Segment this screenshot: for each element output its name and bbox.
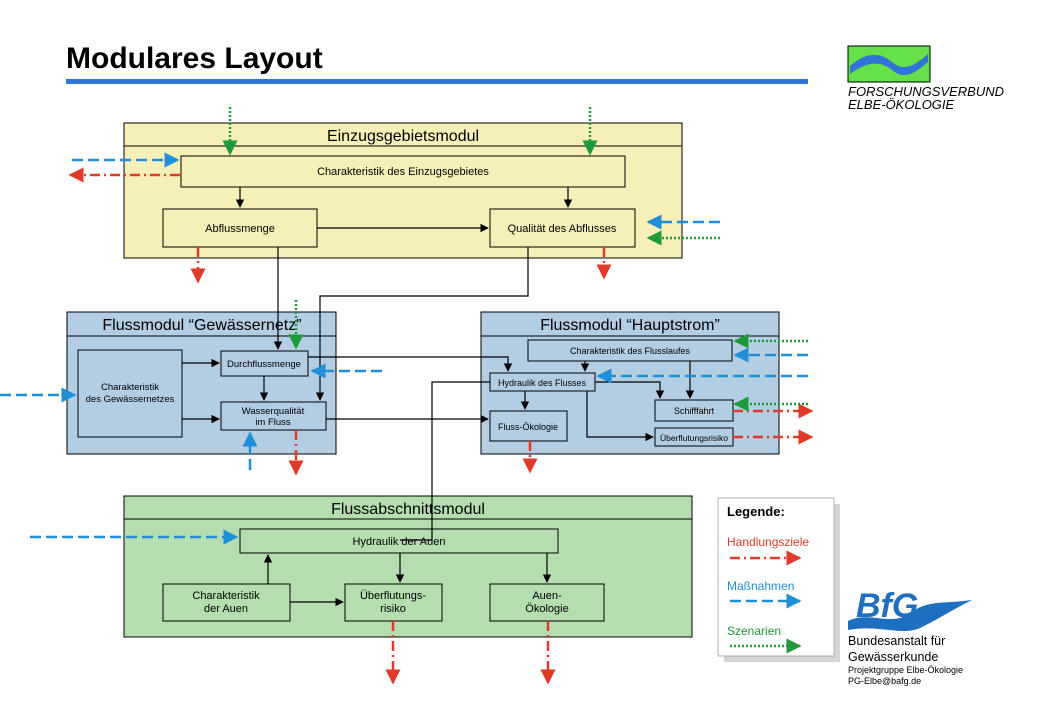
box-qualitaet-abfluss: Qualität des Abflusses [508,223,617,235]
forschungsverbund-line1: FORSCHUNGSVERBUND [848,84,1005,99]
box-durchflussmenge: Durchflussmenge [227,359,301,370]
bfg-line1: Bundesanstalt für [848,634,946,648]
module-hauptstrom: Flussmodul “Hauptstrom” Charakteristik d… [480,311,780,455]
box-char-auen-l1: Charakteristik [192,590,260,602]
box-ueberflutungsrisiko-h: Überflutungsrisiko [660,433,728,443]
page-title: Modulares Layout [66,42,323,75]
module-einzugsgebiet: Einzugsgebietsmodul Charakteristik des E… [123,122,683,259]
module-title-einzugsgebiet: Einzugsgebietsmodul [327,128,479,145]
module-title-flussabschnitt: Flussabschnittsmodul [331,501,485,518]
legend-handlungsziele: Handlungsziele [727,535,809,549]
box-wasserqualitaet-l1: Wasserqualität [242,406,305,417]
box-char-einzugsgebiet: Charakteristik des Einzugsgebietes [317,166,489,178]
bfg-address: Bundesanstalt für Gewässerkunde Projektg… [848,633,963,687]
box-fluss-oekologie: Fluss-Ökologie [498,422,558,432]
bfg-logo: BfG [848,582,972,632]
title-underline [66,79,808,84]
forschungsverbund-text: FORSCHUNGSVERBUND ELBE-ÖKOLOGIE [848,85,1004,111]
forschungsverbund-logo [847,45,931,83]
box-hydraulik-auen: Hydraulik der Auen [353,536,446,548]
box-schifffahrt: Schifffahrt [674,406,715,416]
module-flussabschnitt: Flussabschnittsmodul Hydraulik der Auen … [123,495,693,638]
box-ueberflutungs-risiko-l2: risiko [380,603,406,615]
box-wasserqualitaet-l2: im Fluss [255,417,291,428]
legend-szenarien: Szenarien [727,624,781,638]
box-auen-oekologie-l1: Auen- [532,590,562,602]
module-title-gewaessernetz: Flussmodul “Gewässernetz” [102,317,301,334]
box-char-gewaessernetz-l1: Charakteristik [101,382,159,393]
legend: Legende: Handlungsziele Maßnahmen Szenar… [717,497,840,662]
bfg-line4: PG-Elbe@bafg.de [848,676,922,686]
legend-title: Legende: [727,504,785,519]
box-ueberflutungs-risiko-l1: Überflutungs- [360,590,426,602]
blue-arrows [0,152,808,545]
box-char-flusslauf: Charakteristik des Flusslaufes [570,346,691,356]
module-title-hauptstrom: Flussmodul “Hauptstrom” [540,317,720,334]
bfg-line3: Projektgruppe Elbe-Ökologie [848,665,964,675]
green-arrows [222,107,808,412]
box-char-auen-l2: der Auen [204,603,248,615]
black-connectors [182,187,695,607]
box-char-gewaessernetz-l2: des Gewässernetzes [86,394,175,405]
box-auen-oekologie-l2: Ökologie [525,603,568,615]
box-abflussmenge: Abflussmenge [205,223,275,235]
box-hydraulik-fluss: Hydraulik des Flusses [498,378,587,388]
red-arrows [68,167,814,685]
bfg-line2: Gewässerkunde [848,650,939,664]
forschungsverbund-line2: ELBE-ÖKOLOGIE [848,97,955,112]
legend-massnahmen: Maßnahmen [727,579,794,593]
